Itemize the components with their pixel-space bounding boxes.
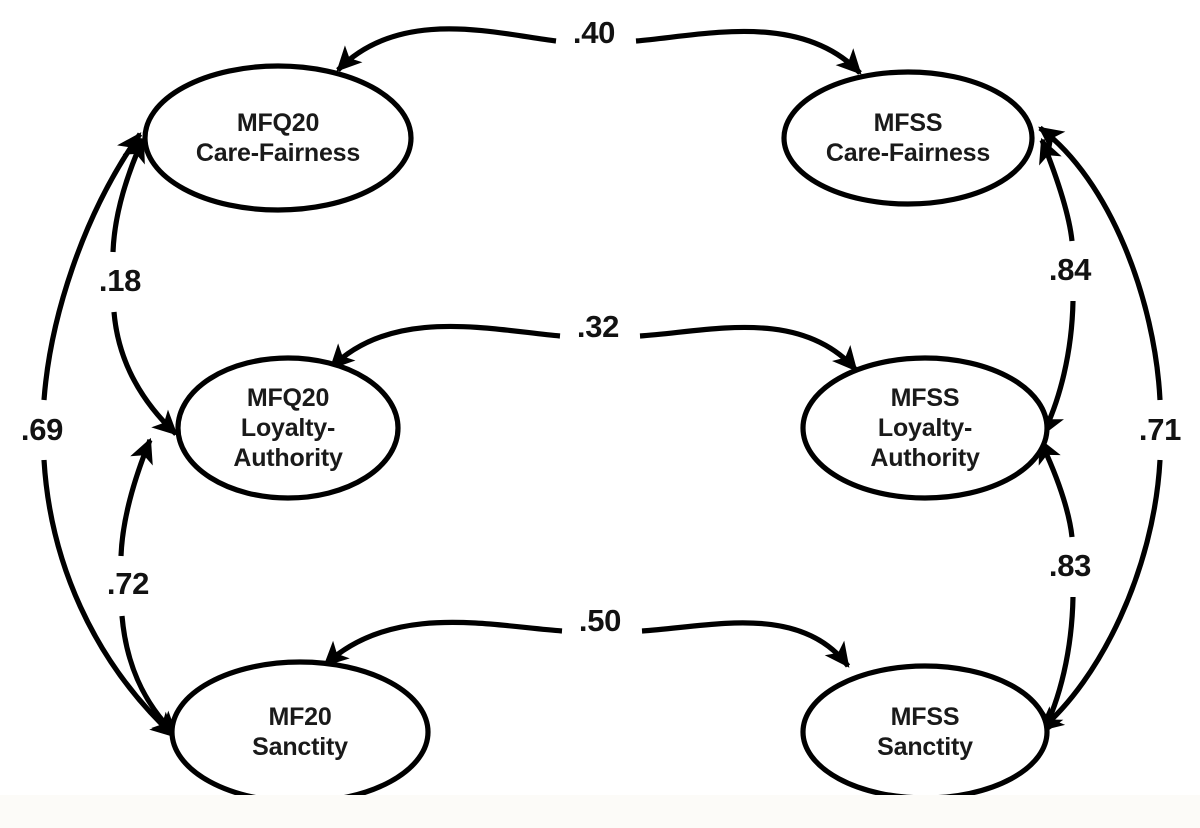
node-mf20-sanctity	[169, 659, 431, 805]
edge-care-care	[336, 26, 862, 75]
edge-label-sanctity-sanctity: .50	[569, 600, 631, 642]
node-mfss-loyalty-authority	[800, 355, 1050, 501]
edge-mfss-loyalty-sanctity	[1037, 437, 1076, 736]
node-mfss-care-fairness	[781, 69, 1035, 207]
edge-sanctity-sanctity	[323, 619, 851, 668]
edge-mfq-care-sanctity	[41, 132, 176, 738]
edge-label-care-care: .40	[563, 12, 625, 54]
edge-label-mfq-care-sanctity: .69	[11, 409, 73, 451]
edge-mfss-care-sanctity	[1038, 125, 1163, 732]
node-mfss-sanctity	[800, 663, 1050, 801]
edge-label-mfq-care-loyalty: .18	[89, 260, 151, 302]
edge-label-mfss-care-sanctity: .71	[1129, 409, 1191, 451]
node-mfq20-loyalty-authority	[175, 355, 401, 501]
edge-loyalty-loyalty	[329, 323, 858, 372]
edge-label-mfss-care-loyalty: .84	[1039, 249, 1101, 291]
node-mfq20-care-fairness	[142, 63, 414, 213]
edge-label-loyalty-loyalty: .32	[567, 306, 629, 348]
bottom-margin-band	[0, 795, 1200, 828]
edge-label-mfq-loyalty-sanctity: .72	[97, 563, 159, 605]
edge-label-mfss-loyalty-sanctity: .83	[1039, 545, 1101, 587]
